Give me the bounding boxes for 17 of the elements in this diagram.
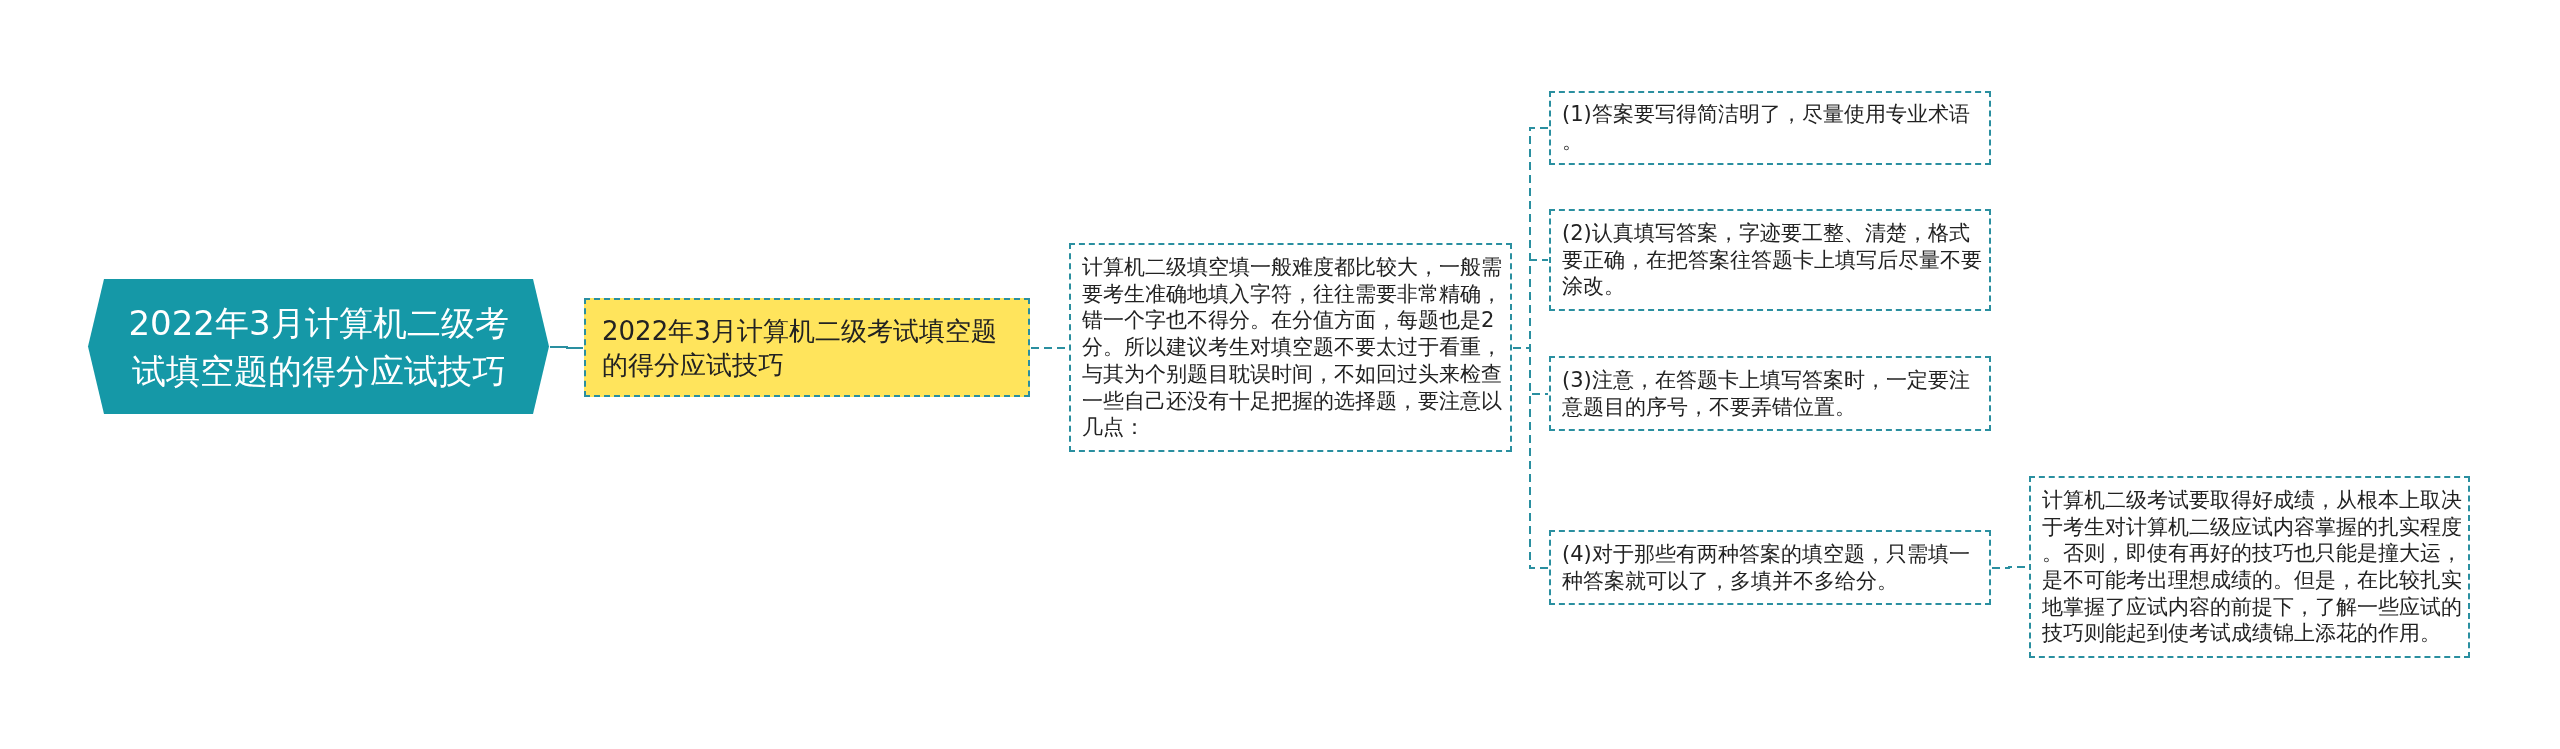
central-topic-shape bbox=[88, 279, 549, 414]
connector-line bbox=[1512, 347, 1549, 569]
node-text: (1)答案要写得简洁明了，尽量使用专业术语。 bbox=[1562, 101, 1971, 155]
note-box bbox=[1549, 356, 1991, 431]
node-text: 2022年3月计算机二级考试填空题的得分应试技巧 bbox=[602, 314, 998, 382]
node-text: (2)认真填写答案，字迹要工整、清楚，格式要正确，在把答案往答题卡上填写后尽量不要涂改。 bbox=[1562, 219, 1983, 301]
note-box bbox=[1549, 209, 1991, 311]
note-box bbox=[2029, 476, 2470, 658]
subtopic-box bbox=[584, 298, 1030, 397]
node-text: (4)对于那些有两种答案的填空题，只需填一种答案就可以了，多填并不多给分。 bbox=[1562, 540, 1971, 595]
node-text: 计算机二级填空填一般难度都比较大，一般需要考生准确地填入字符，往往需要非常精确，错一个字也不得分。在分值方面，每题也是2分。所以建议考生对填空题不要太过于看重，与其为个别题目耽误时间，不如回过头来检查一些自己还没有十足把握的选择题，要注意以几点： bbox=[1082, 254, 1503, 441]
note-box bbox=[1549, 530, 1991, 605]
node-text: 计算机二级考试要取得好成绩，从根本上取决于考生对计算机二级应试内容掌握的扎实程度。否则，即使有再好的技巧也只能是撞大运，是不可能考出理想成绩的。但是，在比较扎实地掌握了应试内容的前提下，了解一些应试的技巧则能起到使考试成绩锦上添花的作用。 bbox=[2042, 486, 2463, 648]
note-box bbox=[1549, 91, 1991, 165]
node-text: 2022年3月计算机二级考试填空题的得分应试技巧 bbox=[127, 301, 510, 393]
node-text: (3)注意，在答题卡上填写答案时，一定要注意题目的序号，不要弄错位置。 bbox=[1562, 366, 1971, 421]
connector-line bbox=[549, 346, 584, 349]
